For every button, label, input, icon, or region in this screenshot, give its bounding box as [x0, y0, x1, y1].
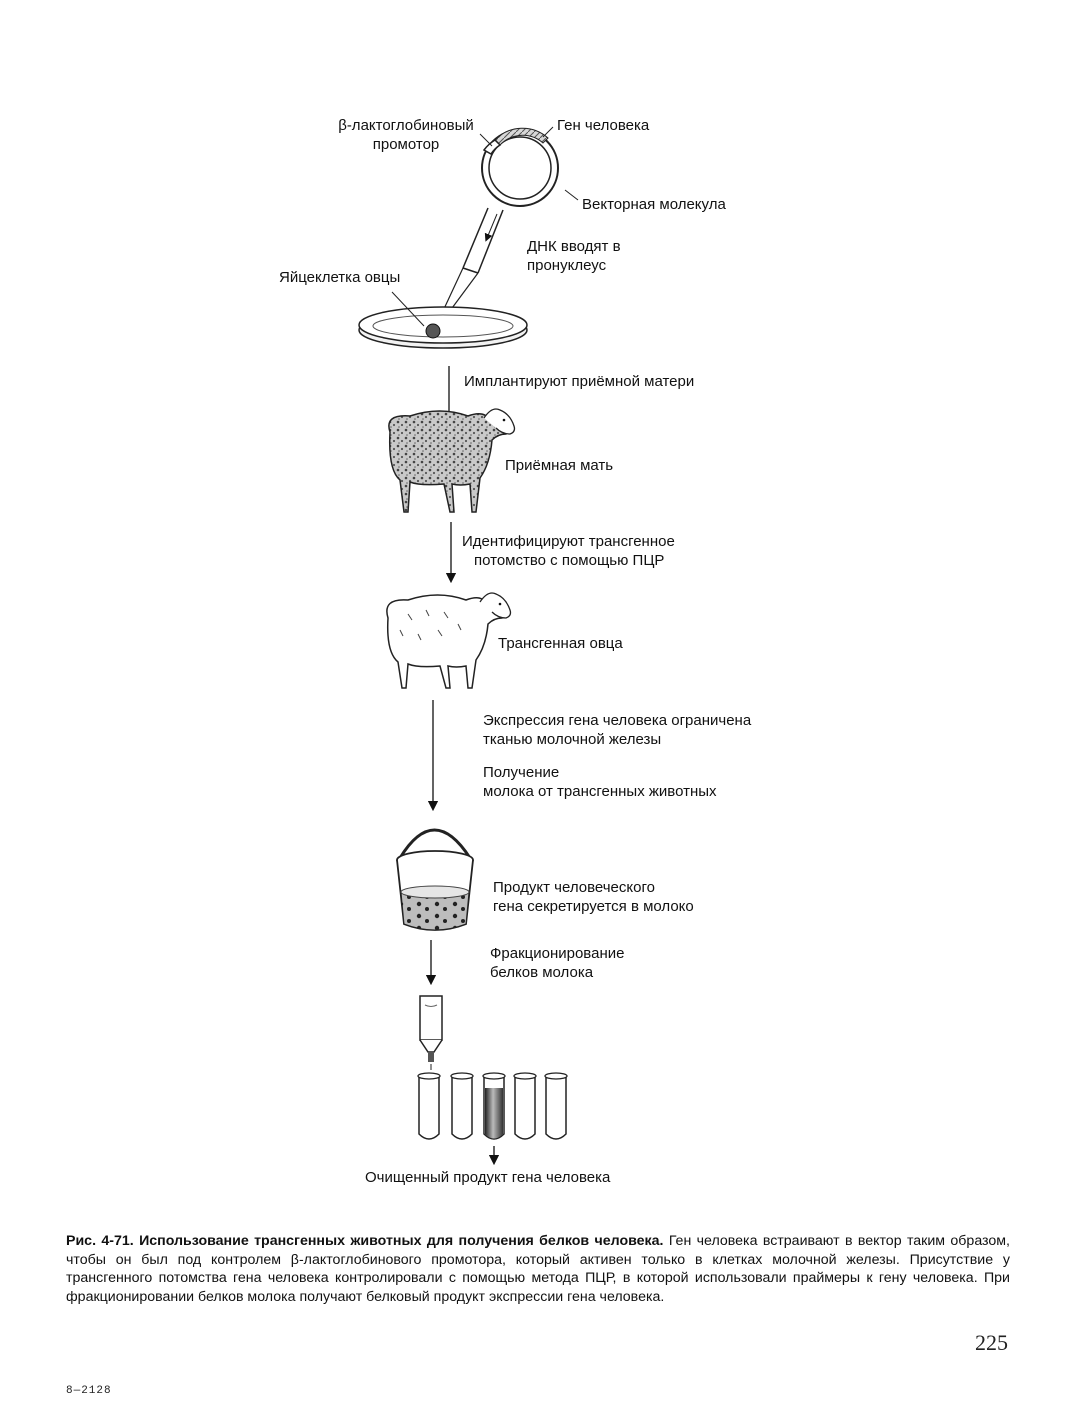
fraction-label-line1: Фракционирование: [490, 945, 625, 962]
caption-title: Рис. 4-71. Использование трансгенных жив…: [66, 1233, 664, 1249]
vector-label: Векторная молекула: [582, 196, 726, 213]
egg-cell-icon: [425, 323, 441, 339]
egg-cell-label: Яйцеклетка овцы: [279, 269, 401, 286]
product-label-line1: Продукт человеческого: [493, 879, 655, 896]
product-label-line2: гена секретируется в молоко: [493, 898, 694, 915]
vector-plasmid: [479, 126, 579, 207]
test-tube-5: [544, 1072, 568, 1140]
implant-label: Имплантируют приёмной матери: [464, 373, 695, 390]
expression-label-line2: тканью молочной железы: [483, 731, 662, 748]
dna-injection-label-line1: ДНК вводят в: [527, 238, 621, 255]
surrogate-sheep-icon: [388, 408, 516, 513]
milk-bucket-icon: [396, 828, 474, 931]
promoter-label-line1: β-лактоглобиновый: [338, 117, 474, 134]
expression-label-line1: Экспрессия гена человека ограничена: [483, 712, 752, 729]
transgenic-sheep-label: Трансгенная овца: [498, 635, 623, 652]
identify-label: Идентифицируют трансгенное потомство с п…: [462, 532, 675, 570]
human-gene-label: Ген человека: [557, 117, 650, 134]
purified-label: Очищенный продукт гена человека: [365, 1169, 611, 1186]
identify-label-line2: потомство с помощью ПЦР: [474, 552, 665, 569]
dna-injection-label: ДНК вводят в пронуклеус: [527, 237, 621, 275]
transgenic-sheep-icon: [386, 592, 512, 689]
test-tube-2: [450, 1072, 474, 1140]
test-tube-1: [417, 1072, 441, 1140]
test-tube-3-product: [482, 1072, 506, 1140]
chromatography-column-icon: [419, 995, 443, 1070]
print-code: 8—2128: [66, 1385, 112, 1397]
fraction-label-line2: белков молока: [490, 964, 594, 981]
test-tube-4: [513, 1072, 537, 1140]
figure-caption: Рис. 4-71. Использование трансгенных жив…: [66, 1232, 1010, 1306]
dna-injection-label-line2: пронуклеус: [527, 257, 607, 274]
caption-body: Ген человека встраивают в вектор таким о…: [66, 1233, 1010, 1305]
promoter-label: β-лактоглобиновый промотор: [318, 116, 494, 154]
petri-dish: [358, 291, 528, 349]
fraction-label: Фракционирование белков молока: [490, 944, 624, 982]
expression-label: Экспрессия гена человека ограничена ткан…: [483, 711, 751, 749]
identify-label-line1: Идентифицируют трансгенное: [462, 533, 675, 550]
test-tubes: [417, 1072, 568, 1140]
product-label: Продукт человеческого гена секретируется…: [493, 878, 694, 916]
milk-label: Получение молока от трансгенных животных: [483, 763, 717, 801]
milk-label-line1: Получение: [483, 764, 560, 781]
page-number: 225: [975, 1330, 1008, 1355]
promoter-label-line2: промотор: [372, 136, 440, 153]
surrogate-label: Приёмная мать: [505, 457, 614, 474]
milk-label-line2: молока от трансгенных животных: [483, 783, 717, 800]
